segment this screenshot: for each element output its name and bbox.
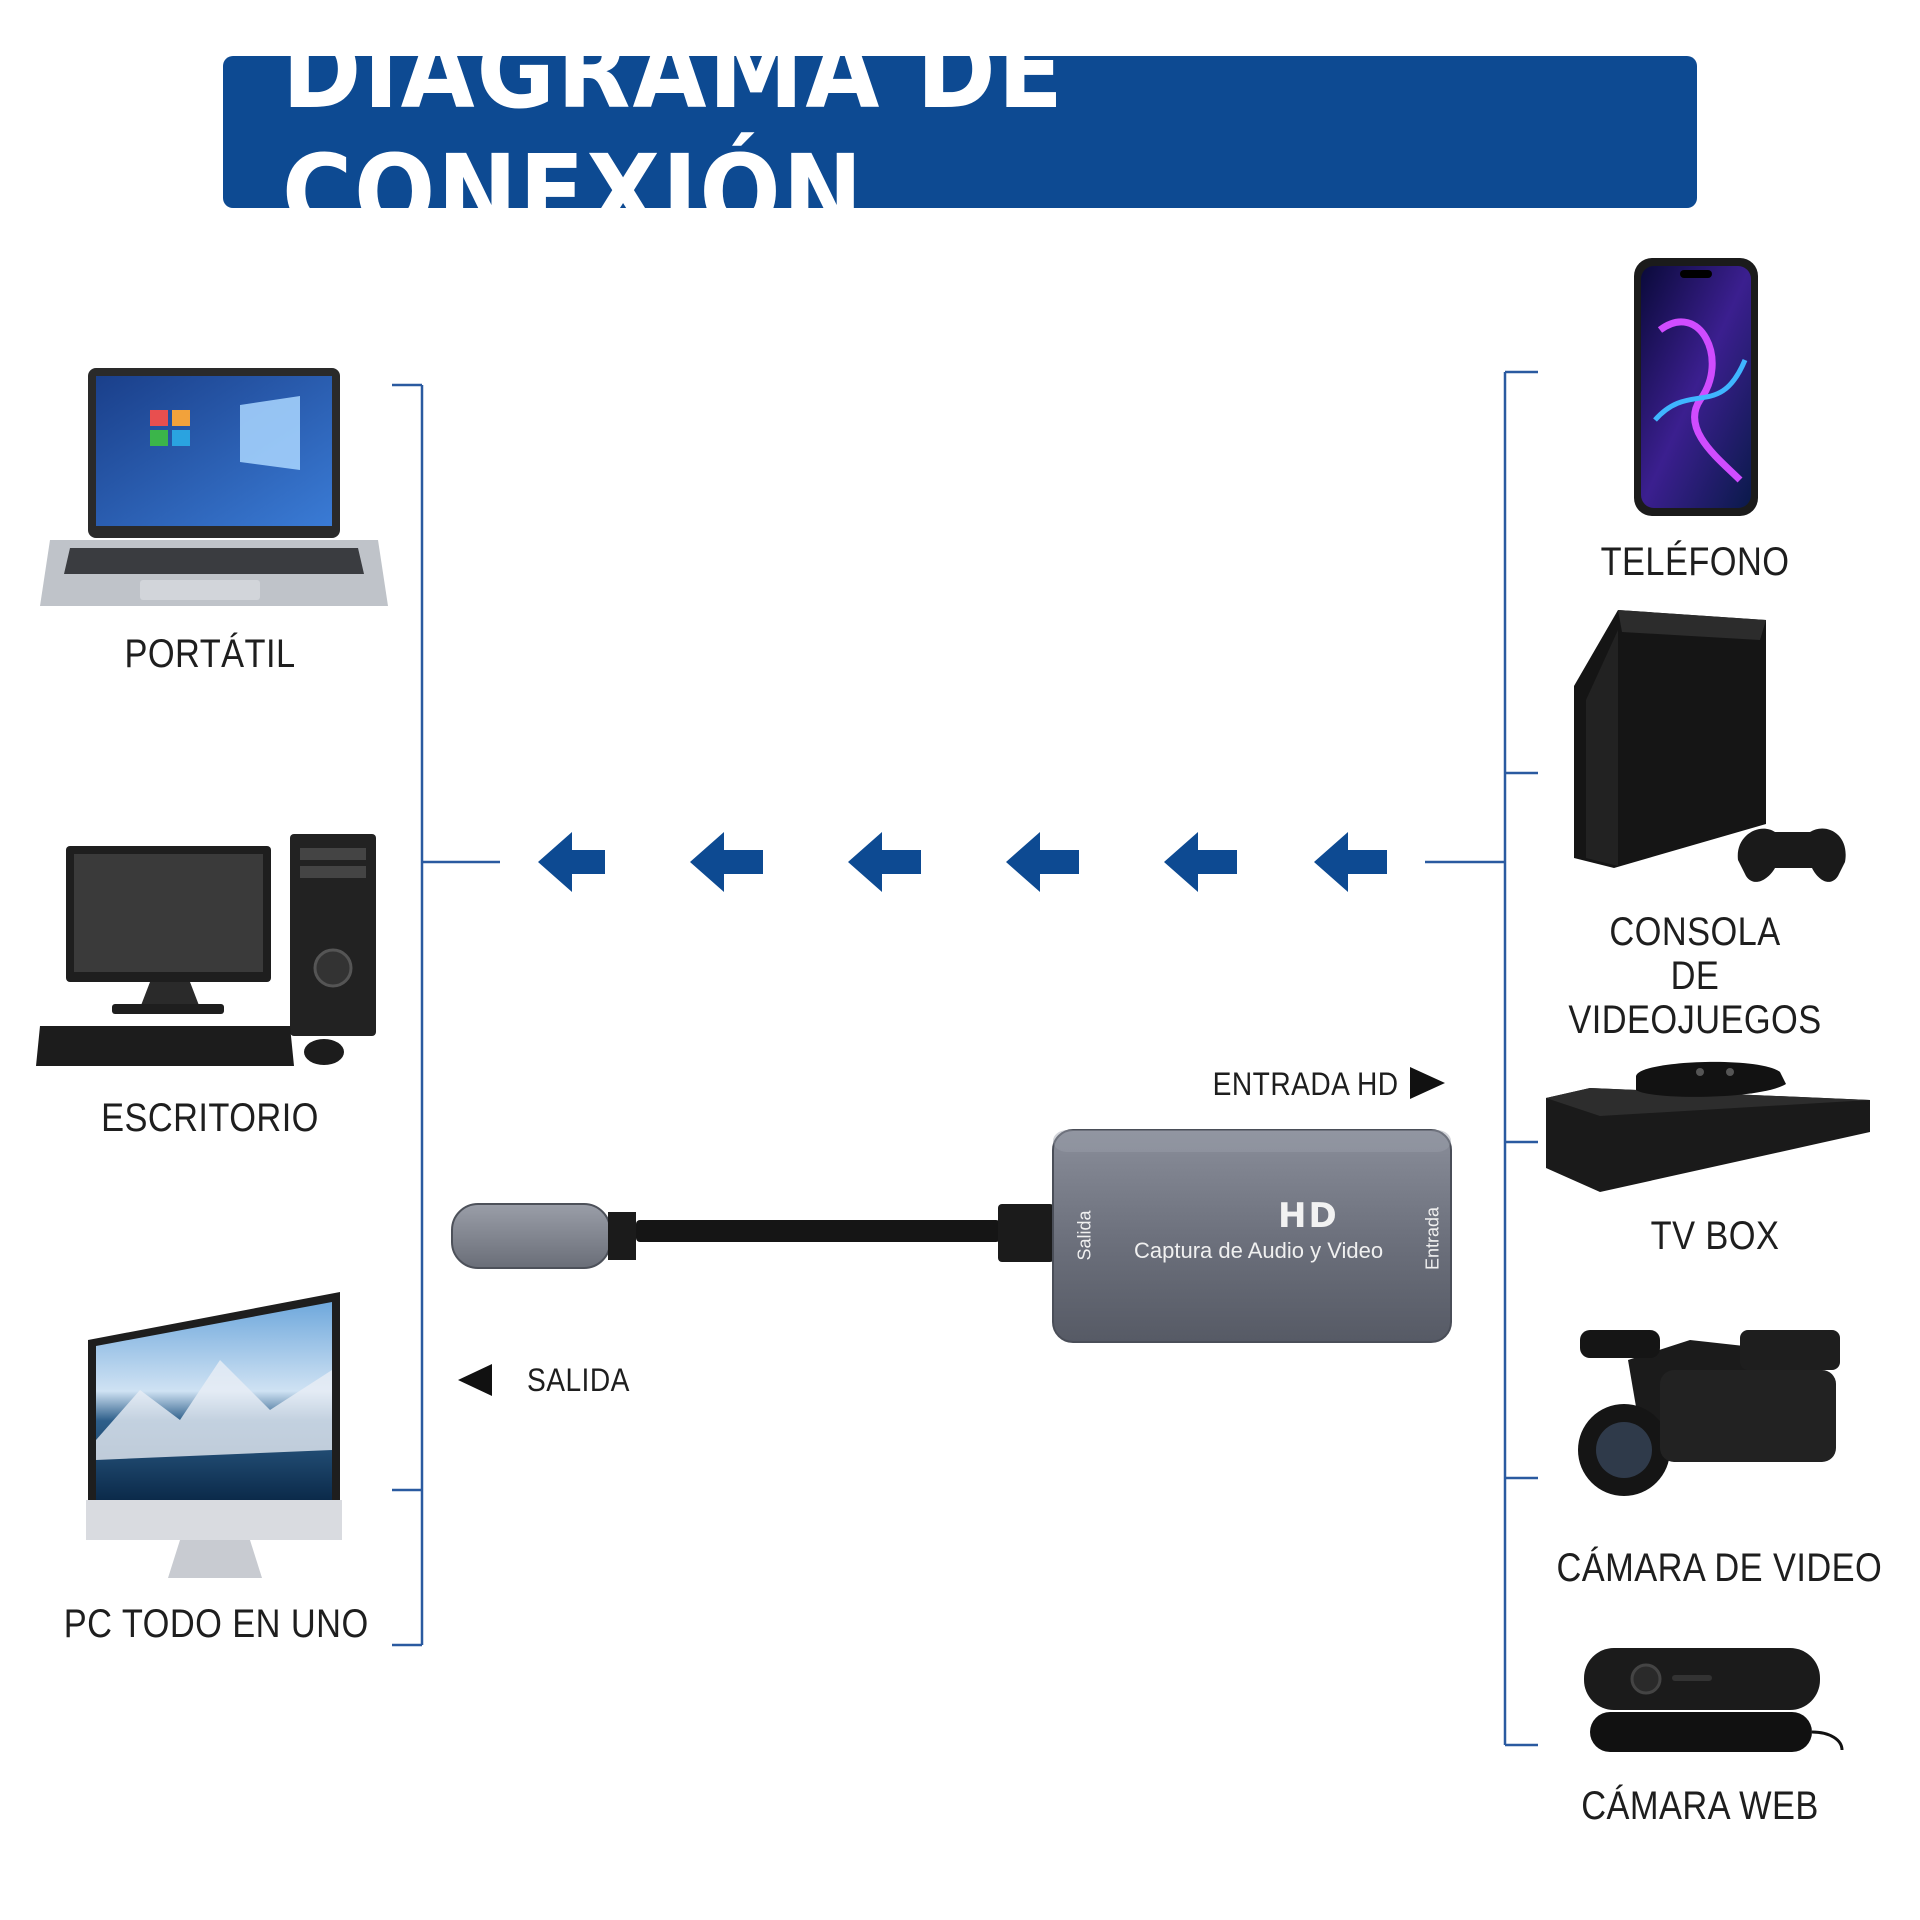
all-in-one-pc-icon <box>86 1292 342 1578</box>
webcam-icon <box>1584 1648 1844 1752</box>
arrow-left-icon <box>538 832 605 892</box>
left-bracket <box>392 383 500 1647</box>
device-label-console: CONSOLA DE VIDEOJUEGOS <box>1568 910 1822 1042</box>
usb-c-plug <box>451 1203 611 1269</box>
arrow-left-icon <box>1314 832 1387 892</box>
device-label-laptop: PORTÁTIL <box>124 632 296 676</box>
arrow-left-icon <box>1006 832 1079 892</box>
device-label-phone: TELÉFONO <box>1600 540 1790 584</box>
arrow-left-icon <box>1164 832 1237 892</box>
arrow-left-icon <box>690 832 763 892</box>
adapter-caption: Captura de Audio y Video <box>1134 1238 1384 1263</box>
adapter-badge: HD <box>1278 1196 1339 1236</box>
adapter-side-output: Salida <box>1074 1210 1095 1261</box>
adapter-body <box>1052 1129 1452 1343</box>
title-banner: DIAGRAMA DE CONEXIÓN <box>223 10 1697 254</box>
adapter-side-input: Entrada <box>1422 1206 1443 1271</box>
device-label-video-camera: CÁMARA DE VIDEO <box>1556 1546 1883 1590</box>
device-label-all-in-one: PC TODO EN UNO <box>63 1602 369 1646</box>
output-label: SALIDA <box>527 1362 630 1398</box>
device-label-desktop: ESCRITORIO <box>101 1096 319 1140</box>
arrow-left-icon <box>848 832 921 892</box>
device-label-webcam: CÁMARA WEB <box>1581 1784 1819 1828</box>
input-label: ENTRADA HD <box>1212 1066 1399 1102</box>
output-pointer-icon <box>458 1364 492 1396</box>
desktop-computer-icon <box>36 834 376 1066</box>
laptop-icon <box>40 368 388 606</box>
tv-box-icon <box>1546 1061 1870 1192</box>
device-label-tv-box: TV BOX <box>1650 1214 1780 1258</box>
input-pointer-icon <box>1410 1067 1445 1099</box>
smartphone-icon <box>1634 258 1758 516</box>
capture-adapter <box>451 1129 1452 1343</box>
direction-arrows <box>538 832 1387 892</box>
cable <box>636 1220 1000 1242</box>
video-camera-icon <box>1578 1330 1840 1496</box>
right-bracket <box>1425 370 1538 1747</box>
game-console-icon <box>1574 610 1846 882</box>
page-title: DIAGRAMA DE CONEXIÓN <box>281 10 1065 254</box>
